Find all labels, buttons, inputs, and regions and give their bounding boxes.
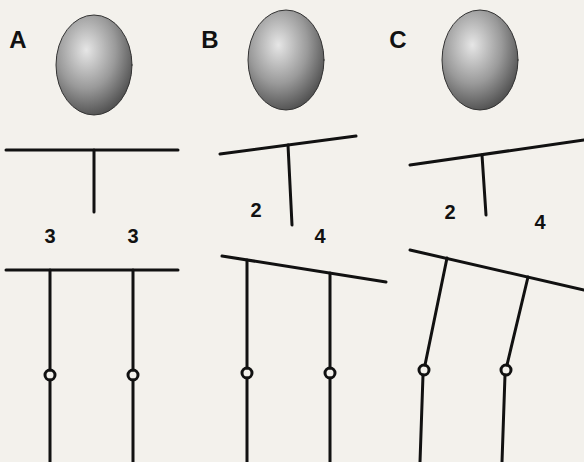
lower-leg [49,380,52,462]
spine-line [288,145,292,225]
knee-joint [419,365,429,375]
callout-number: 3 [127,226,138,246]
lower-leg [502,375,505,462]
lower-leg [132,380,135,462]
head [442,10,518,110]
knee-joint [45,370,55,380]
knee-joint [128,370,138,380]
shoulder-line [410,140,584,165]
lower-leg [329,378,332,462]
panel-letter: C [389,28,406,52]
callout-number: 2 [250,200,261,220]
upper-leg [132,270,135,370]
upper-leg [507,277,528,365]
upper-leg [49,270,52,370]
panel-letter: B [201,28,218,52]
lower-leg [420,375,423,462]
knee-joint [242,368,252,378]
pelvis-line [6,269,178,272]
lower-leg [246,378,249,462]
upper-leg [425,258,447,365]
knee-joint [325,368,335,378]
callout-number: 4 [534,212,545,232]
upper-leg [246,260,249,368]
spine-line [482,155,486,215]
knee-joint [501,365,511,375]
callout-number: 4 [314,226,325,246]
callout-number: 2 [444,202,455,222]
callout-number: 3 [44,226,55,246]
upper-leg [329,273,332,368]
head [56,15,132,115]
panel-letter: A [9,28,26,52]
shoulder-line [6,149,178,152]
spine-line [93,150,96,212]
pelvis-line [410,250,584,290]
head [248,10,324,110]
